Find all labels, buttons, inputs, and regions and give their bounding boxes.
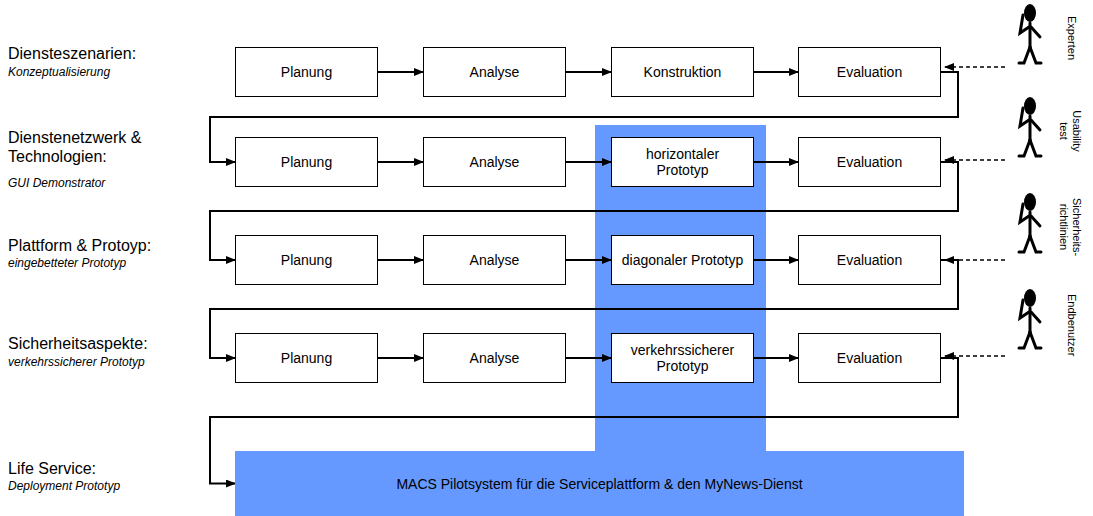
- blue-column: [595, 125, 766, 455]
- flow-arrow: [754, 259, 798, 261]
- phase-subtitle: eingebetteter Prototyp: [8, 256, 126, 270]
- figure-stroke: [1024, 193, 1036, 211]
- flow-arrow: [566, 161, 611, 163]
- figure-stroke: [1031, 216, 1040, 226]
- box-text: Evaluation: [837, 154, 902, 170]
- figure-stroke: [1020, 204, 1029, 222]
- box-text: Planung: [281, 154, 332, 170]
- box-text: Planung: [281, 64, 332, 80]
- figure-stroke: [1024, 97, 1036, 115]
- process-box: horizontaler Prototyp: [611, 137, 754, 187]
- stick-figure: [1019, 97, 1041, 156]
- figure-stroke: [1031, 27, 1040, 37]
- process-box: Evaluation: [798, 235, 941, 285]
- box-text: Evaluation: [837, 252, 902, 268]
- box-text: Analyse: [470, 64, 520, 80]
- actor-label: Experten: [1066, 9, 1079, 67]
- box-text: MACS Pilotsystem für die Serviceplattfor…: [396, 476, 802, 492]
- actor-label: Endbenutzer: [1066, 294, 1079, 352]
- figure-stroke: [1020, 108, 1029, 126]
- stick-figure: [1019, 4, 1041, 63]
- phase-subtitle: Konzeptualisierung: [8, 65, 110, 79]
- box-text: diagonaler Prototyp: [622, 252, 743, 268]
- flow-arrow: [566, 357, 611, 359]
- box-text: Planung: [281, 350, 332, 366]
- figure-stroke: [1031, 312, 1040, 322]
- box-text: Evaluation: [837, 350, 902, 366]
- box-text: Konstruktion: [644, 64, 722, 80]
- figure-stroke: [1019, 140, 1030, 156]
- figure-stroke: [1020, 300, 1029, 318]
- flow-arrow: [754, 71, 798, 73]
- flow-arrow: [378, 71, 423, 73]
- flow-arrow: [378, 357, 423, 359]
- figure-stroke: [1031, 120, 1040, 130]
- process-box: Evaluation: [798, 333, 941, 383]
- process-box: diagonaler Prototyp: [611, 235, 754, 285]
- process-box: Analyse: [423, 47, 566, 97]
- box-text: Analyse: [470, 350, 520, 366]
- process-box: Analyse: [423, 137, 566, 187]
- process-box: Konstruktion: [611, 47, 754, 97]
- process-box: Analyse: [423, 235, 566, 285]
- phase-label: Diensteszenarien:: [8, 44, 136, 63]
- actor-label: Sicherheits- richtlinien: [1057, 198, 1082, 256]
- figure-stroke: [1019, 236, 1030, 252]
- figure-stroke: [1024, 4, 1036, 22]
- figure-stroke: [1030, 47, 1041, 63]
- box-text: Analyse: [470, 154, 520, 170]
- stick-figure: [1019, 289, 1041, 348]
- process-box: Evaluation: [798, 47, 941, 97]
- phase-label: Plattform & Protoyp:: [8, 236, 151, 255]
- phase-subtitle: verkehrssicherer Prototyp: [8, 355, 145, 369]
- box-text: Evaluation: [837, 64, 902, 80]
- flow-arrow: [378, 259, 423, 261]
- flow-arrow: [754, 161, 798, 163]
- figure-stroke: [1020, 15, 1029, 33]
- figure-stroke: [1030, 332, 1041, 348]
- process-box: Planung: [235, 333, 378, 383]
- process-box: verkehrssicherer Prototyp: [611, 333, 754, 383]
- flow-arrow: [566, 71, 611, 73]
- phase-label: Dienstenetzwerk & Technologien:: [8, 128, 198, 166]
- flow-arrow: [378, 161, 423, 163]
- figure-stroke: [1019, 332, 1030, 348]
- phase-label: Life Service:: [8, 459, 96, 478]
- figure-stroke: [1024, 289, 1036, 307]
- process-box: Planung: [235, 137, 378, 187]
- process-box: Planung: [235, 47, 378, 97]
- figure-stroke: [1030, 236, 1041, 252]
- phase-subtitle: GUI Demonstrator: [8, 176, 105, 190]
- stick-figure: [1019, 193, 1041, 252]
- figure-stroke: [1019, 47, 1030, 63]
- flow-arrow: [566, 259, 611, 261]
- process-box: Planung: [235, 235, 378, 285]
- stick-figures: [1019, 4, 1041, 348]
- process-box: Analyse: [423, 333, 566, 383]
- figure-stroke: [1030, 140, 1041, 156]
- box-text: Planung: [281, 252, 332, 268]
- flow-arrow: [754, 357, 798, 359]
- box-text: Analyse: [470, 252, 520, 268]
- actor-label: Usability test: [1057, 102, 1082, 160]
- phase-subtitle: Deployment Prototyp: [8, 479, 120, 493]
- process-box: Evaluation: [798, 137, 941, 187]
- pilot-band: MACS Pilotsystem für die Serviceplattfor…: [235, 451, 964, 516]
- box-text: verkehrssicherer Prototyp: [618, 342, 747, 374]
- box-text: horizontaler Prototyp: [618, 146, 747, 178]
- phase-label: Sicherheitsaspekte:: [8, 334, 148, 353]
